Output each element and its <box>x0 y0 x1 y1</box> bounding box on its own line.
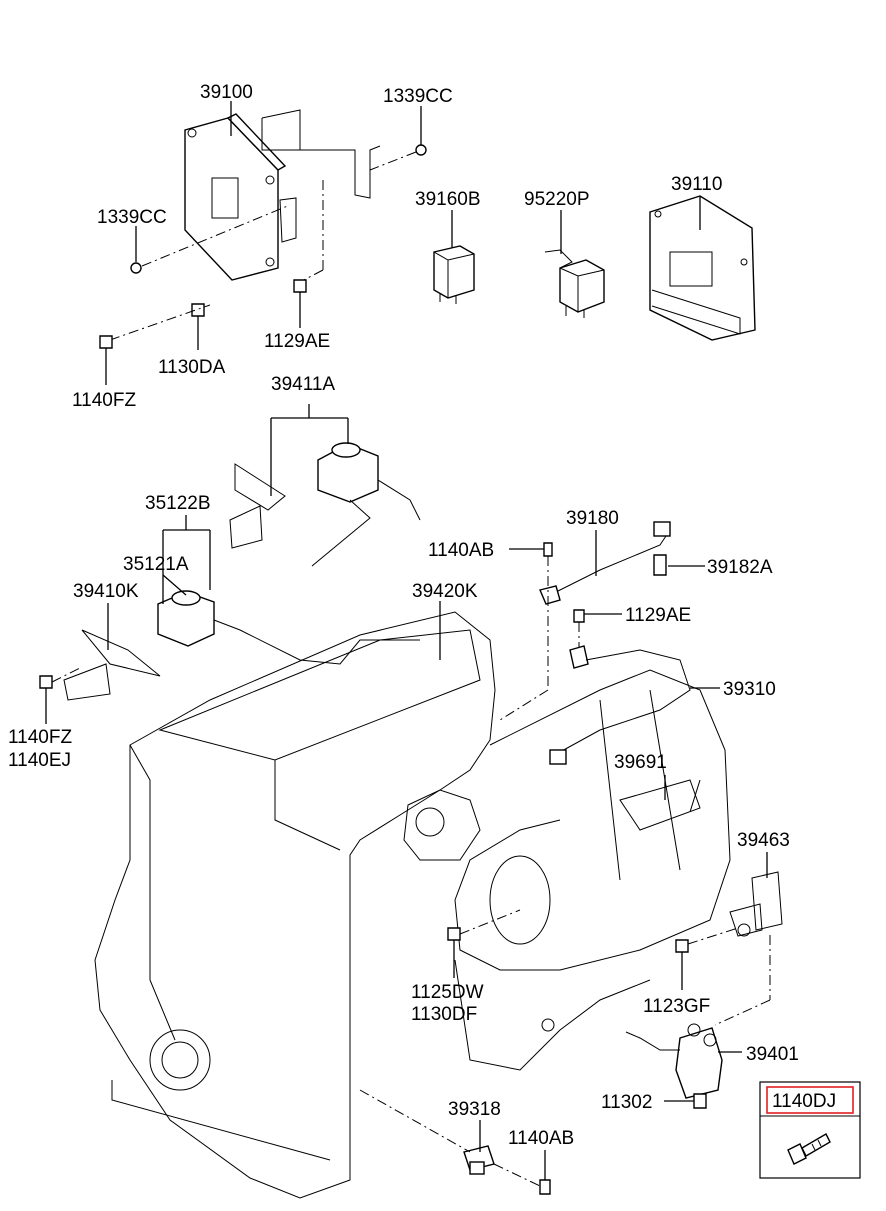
bolt-1140ab-b <box>539 1179 551 1195</box>
sensor-39318 <box>463 1145 495 1175</box>
label-39182a: 39182A <box>707 557 773 578</box>
label-39180: 39180 <box>566 508 619 529</box>
dash-39463-2 <box>714 999 771 1026</box>
label-39401: 39401 <box>746 1044 799 1065</box>
label-1140ab-a: 1140AB <box>428 540 494 561</box>
label-1123gf: 1123GF <box>643 996 710 1017</box>
sensor-35121a <box>63 590 420 701</box>
label-1129ae-b: 1129AE <box>625 605 691 626</box>
label-1129ae-a: 1129AE <box>264 331 330 352</box>
bolt-1130da <box>191 303 205 317</box>
label-39691: 39691 <box>614 752 667 773</box>
dash-1123gf <box>687 927 739 945</box>
dash-1140ab-b <box>493 1163 541 1187</box>
dash-1140ab-a-2 <box>499 689 549 721</box>
relay-95220p <box>544 249 605 318</box>
dash-1339cc-a <box>369 151 417 171</box>
label-1130df: 1130DF <box>411 1004 477 1025</box>
leader-35122b <box>162 515 211 604</box>
sensor-39180 <box>539 521 671 605</box>
label-39110: 39110 <box>671 174 722 195</box>
bolt-1129ae-a <box>293 279 307 293</box>
label-1140fz-b: 1140FZ <box>8 727 72 748</box>
bolt-1140ab-a <box>543 542 553 557</box>
legend-box-1140dj: 1140DJ <box>759 1081 861 1179</box>
relay-39160b <box>433 245 475 304</box>
dash-1339cc-b <box>141 204 291 267</box>
label-39410k: 39410K <box>73 581 139 602</box>
label-39463: 39463 <box>737 830 790 851</box>
engine-assembly <box>94 611 731 1199</box>
bolt-1125dw <box>447 927 461 941</box>
legend-part-number[interactable]: 1140DJ <box>772 1091 836 1112</box>
dash-39318 <box>359 1089 471 1153</box>
ecu-39100 <box>131 109 381 281</box>
label-1339cc-b: 1339CC <box>97 207 167 228</box>
switch-39401 <box>625 1023 723 1099</box>
label-1125dw: 1125DW <box>411 982 484 1003</box>
label-1130da: 1130DA <box>158 357 226 378</box>
label-35122b: 35122B <box>145 493 211 514</box>
leader-35121a <box>162 574 187 596</box>
ecu-39110 <box>649 195 756 341</box>
label-39318: 39318 <box>448 1099 501 1120</box>
dash-1140fz-b <box>51 667 81 683</box>
label-1140fz-a: 1140FZ <box>72 390 136 411</box>
label-39411a: 39411A <box>271 374 335 395</box>
dash-1140fz-a <box>109 304 211 341</box>
leader-39411a <box>270 404 349 496</box>
label-39420k: 39420K <box>412 581 478 602</box>
dash-1125dw <box>459 909 521 935</box>
label-1140ej: 1140EJ <box>8 750 71 771</box>
bolt-1129ae-b <box>573 609 585 623</box>
part-number-highlight[interactable] <box>766 1086 854 1114</box>
nut-1339cc-b <box>130 262 142 274</box>
bolt-1123gf <box>675 939 689 953</box>
bracket-39463 <box>729 871 783 937</box>
label-1339cc-a: 1339CC <box>383 86 453 107</box>
bolt-11302 <box>693 1093 707 1109</box>
bolt-1140fz-b <box>39 675 53 689</box>
sensor-39310 <box>549 645 691 765</box>
label-39310: 39310 <box>723 679 776 700</box>
label-39160b: 39160B <box>415 189 481 210</box>
label-39100: 39100 <box>200 82 253 103</box>
bolt-1140fz-a <box>99 335 113 349</box>
bolt-icon <box>787 1133 831 1165</box>
nut-1339cc-a <box>415 144 427 156</box>
label-1140ab-b: 1140AB <box>508 1128 574 1149</box>
bracket-39691 <box>689 779 701 813</box>
label-95220p: 95220P <box>524 189 590 210</box>
label-11302: 11302 <box>601 1092 652 1113</box>
label-35121a: 35121A <box>123 554 189 575</box>
valve-39411a <box>229 442 421 567</box>
